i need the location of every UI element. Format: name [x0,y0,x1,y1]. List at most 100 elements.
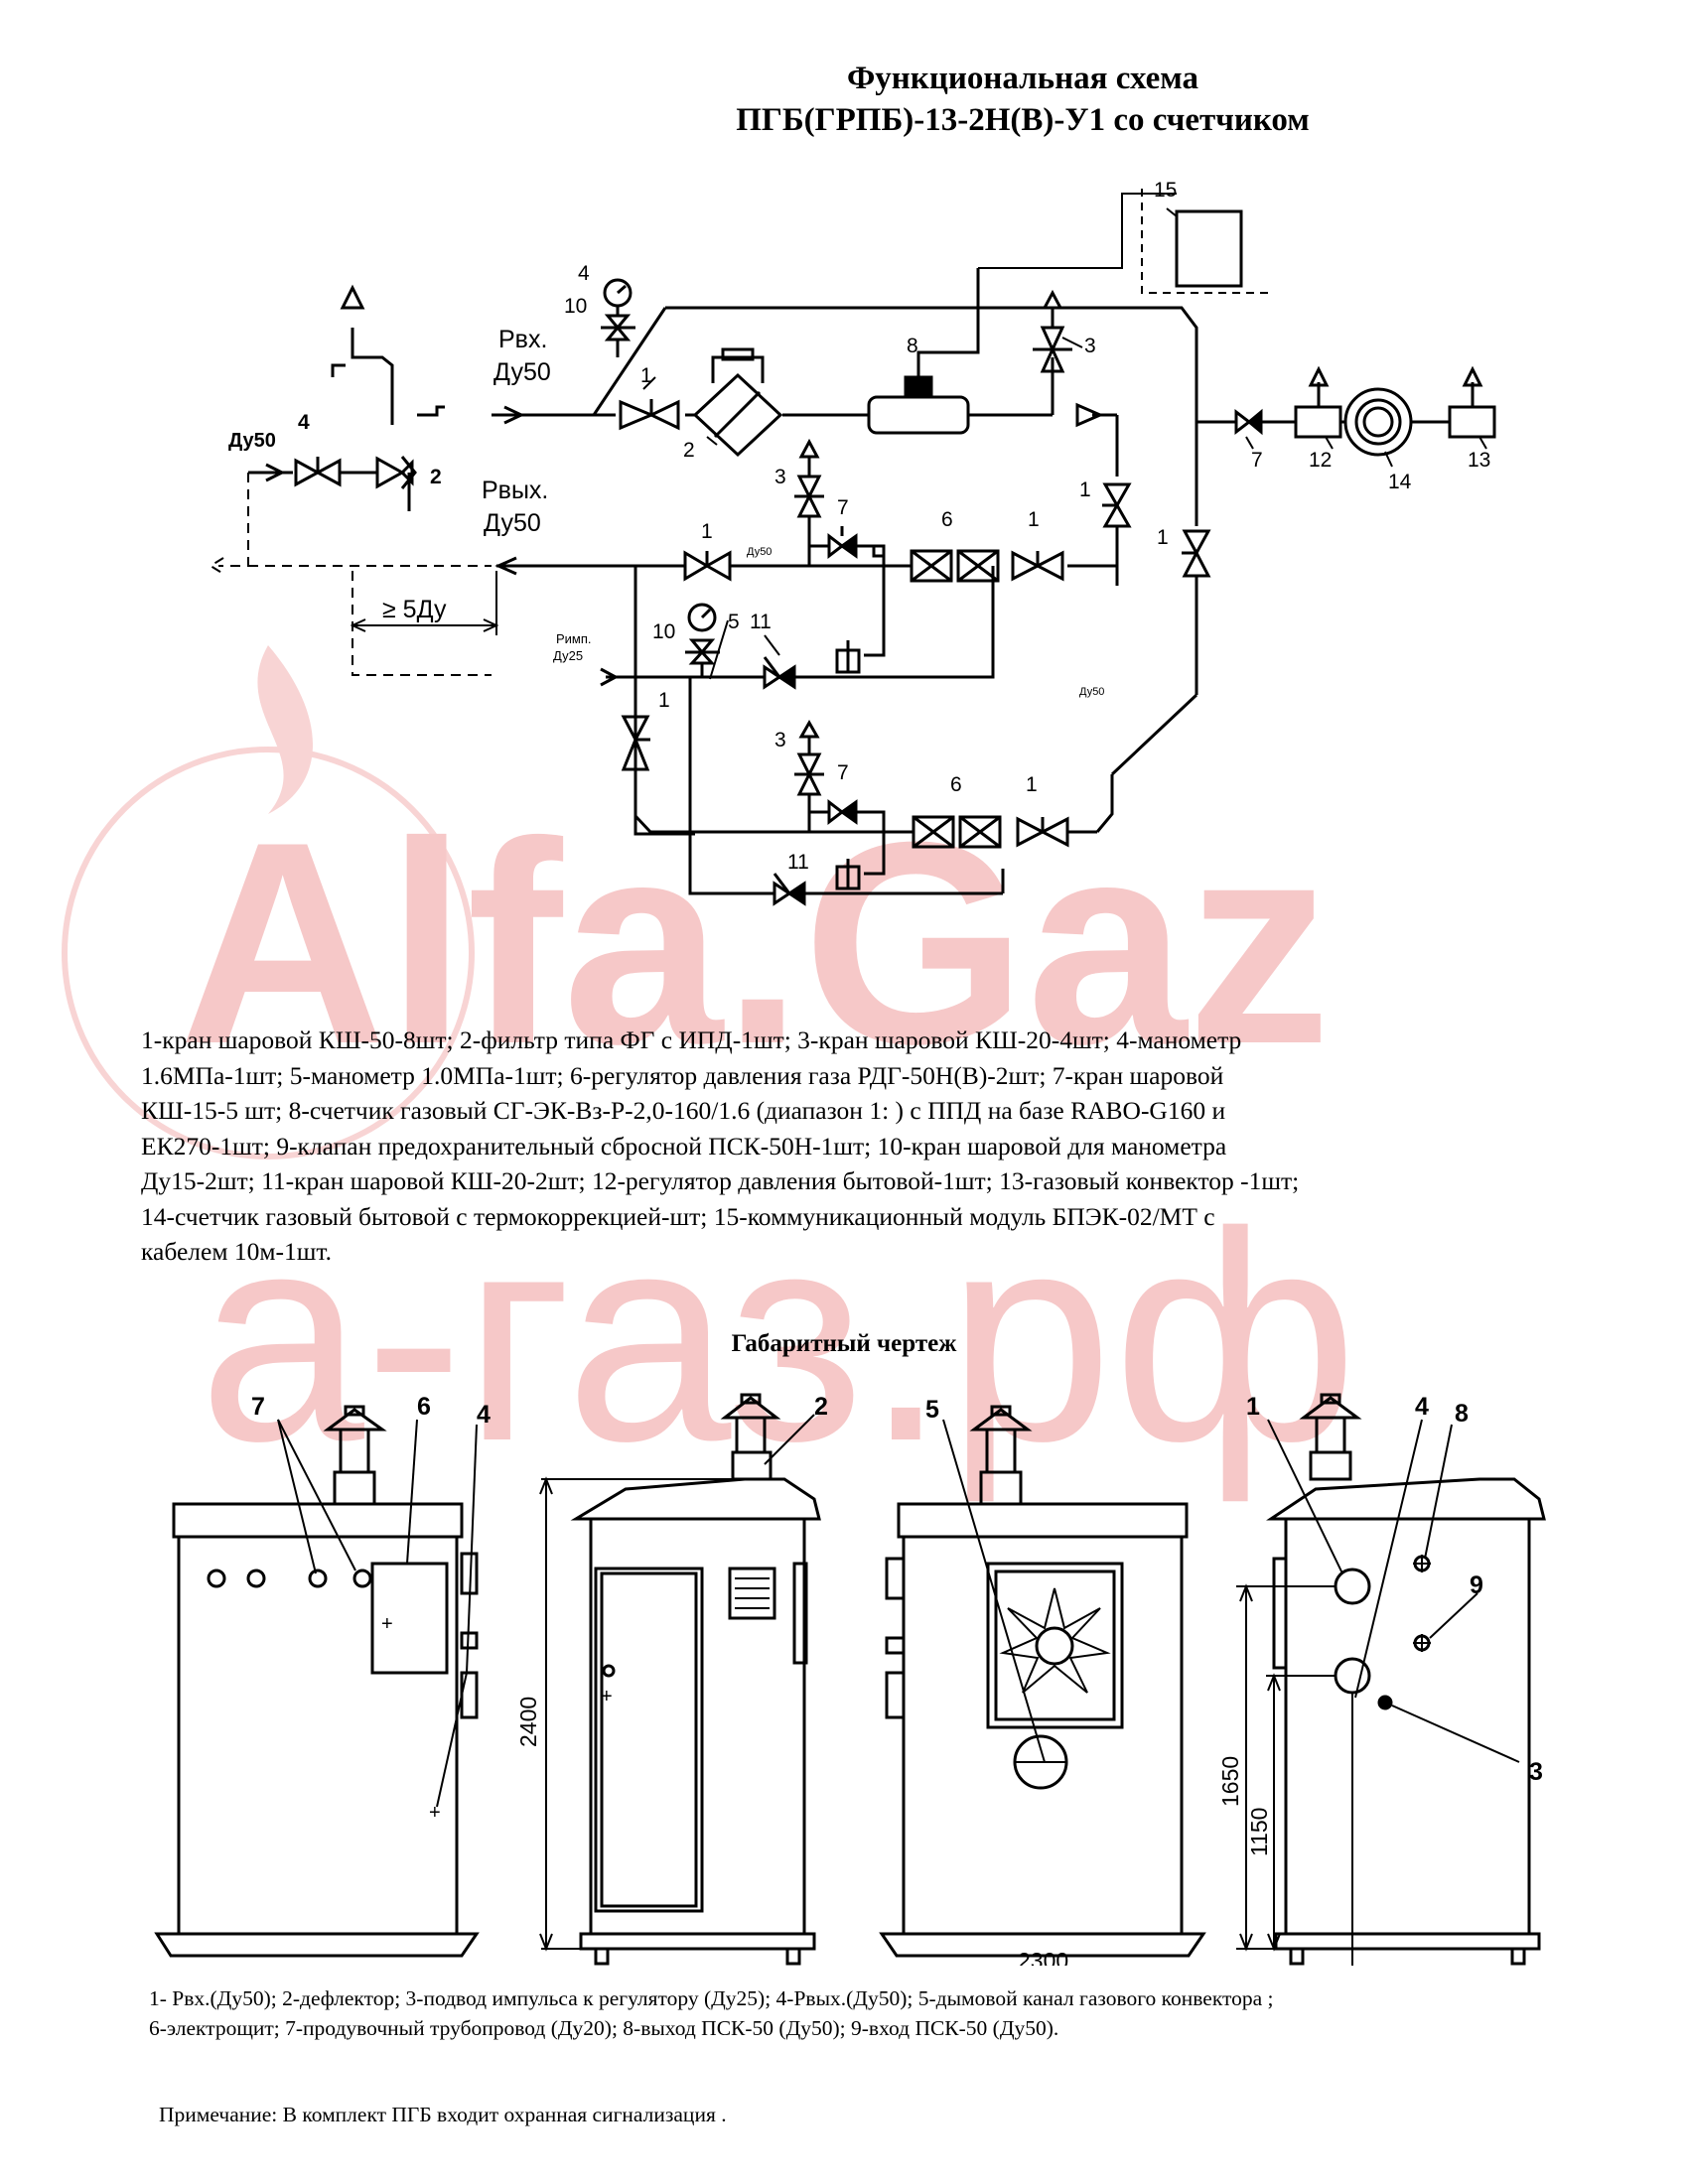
dimensional-drawing: + + 7 6 4 + [154,1393,1546,1966]
watermark-flame-icon [257,645,313,814]
view-4-side: 1 4 8 9 3 1650 1150 700 [1217,1393,1546,1966]
functional-scheme: Рвх. Ду50 Рвых. Ду50 Ду50 Ду50 Ду50 Римп… [209,179,1496,906]
label-v1-6: 6 [417,1393,431,1421]
label-du50-small: Ду50 [747,546,772,558]
label-n11-upper: 11 [750,611,772,633]
inlet-arrow [492,405,525,425]
label-inlet-d: Ду50 [493,358,551,386]
svg-text:+: + [381,1613,393,1635]
drawing-title: Габаритный чертеж [731,1330,957,1357]
dim-width-front: 2300 [1018,1948,1068,1966]
label-n13: 13 [1468,449,1490,472]
comm-module-15 [978,189,1271,294]
page-title: Функциональная схема ПГБ(ГРПБ)-13-2Н(В)-… [0,58,1688,141]
watermark-line1: Alfa.Gaz [179,782,1331,1104]
regulator-6-upper [910,549,1000,583]
title-line1: Функциональная схема [846,61,1199,96]
label-v4-4: 4 [1415,1393,1429,1421]
view-2-side: + 2 2400 1900 [515,1393,828,1966]
label-v4-9: 9 [1470,1571,1483,1599]
pipe-network [492,306,1450,895]
label-n2: 2 [683,439,695,462]
legend-line: ЕК270-1шт; 9-клапан предохранительный сб… [141,1131,1227,1160]
label-n7-lower: 7 [837,761,849,784]
label-rimp: Римп. [556,631,592,646]
label-du25: Ду25 [553,648,583,663]
legend-line: 1.6МПа-1шт; 5-манометр 1.0МПа-1шт; 6-рег… [141,1060,1224,1090]
watermark-line2: а-газ.рф [199,1169,1358,1505]
label-n11-lower: 11 [787,851,809,874]
label-n15: 15 [1154,179,1177,202]
drawing-legend-line: 6-электрощит; 7-продувочный трубопровод … [149,2016,1059,2040]
label-n4-top: 4 [578,262,590,285]
view-3-rear: 5 2300 2600 [879,1396,1206,1966]
label-n5: 5 [728,611,740,633]
dimension-5du [350,571,499,635]
valve-3-top [1033,289,1072,373]
label-n1-lower-right: 1 [1026,773,1038,796]
label-n6-lower: 6 [950,773,962,796]
label-n6-upper: 6 [941,508,953,531]
relief-valve-symbol [1075,402,1104,428]
valve-7-lower [809,798,886,890]
valve-3-upper [794,438,824,518]
drawing-legend-line: 1- Рвх.(Ду50); 2-дефлектор; 3-подвод имп… [149,1986,1274,2010]
svg-text:+: + [429,1802,441,1824]
leader-lines [642,207,1487,680]
valve-1-lower-right [1016,816,1069,848]
title-line2: ПГБ(ГРПБ)-13-2Н(В)-У1 со счетчиком [736,102,1310,138]
label-v4-3: 3 [1529,1758,1543,1786]
legend-line: кабелем 10м-1шт. [141,1237,332,1266]
label-n3-upper: 3 [774,466,786,488]
label-n7-upper: 7 [837,496,849,519]
psk-assembly [248,284,445,511]
label-n2-psk: 2 [430,466,442,488]
equipment-legend: 1-кран шаровой КШ-50-8шт; 2-фильтр типа … [141,1023,1571,1270]
household-meter-14 [1343,387,1413,457]
valve-7-right [1234,408,1263,436]
outlet-arrow [494,556,517,576]
legend-line: КШ-15-5 шт; 8-счетчик газовый СГ-ЭК-Вз-Р… [141,1096,1226,1125]
watermark-flame-ring [62,747,475,1160]
label-n1-upper-right: 1 [1028,508,1040,531]
manometer-4 [601,278,635,357]
label-n1-bypass: 1 [658,689,670,712]
label-outlet-d: Ду50 [484,509,541,537]
manometer-5 [685,603,720,677]
label-v4-8: 8 [1455,1400,1469,1428]
legend-line: 14-счетчик газовый бытовой с термокоррек… [141,1201,1215,1231]
convector-13 [1448,365,1496,439]
legend-line: Ду15-2шт; 11-кран шаровой КШ-20-2шт; 12-… [141,1166,1300,1195]
svg-text:+: + [601,1686,613,1707]
label-n14: 14 [1388,471,1412,493]
label-n10-top: 10 [564,295,587,318]
regulator-6-lower [912,815,1002,849]
label-n3-lower: 3 [774,729,786,751]
filter-2 [692,347,783,458]
impulse-arrow [600,667,620,687]
label-n1-outlet: 1 [701,520,713,543]
label-n4-psk: 4 [298,411,310,434]
label-v3-5: 5 [925,1396,939,1424]
valve-3-lower [794,719,824,796]
label-n12: 12 [1309,449,1332,472]
valve-1-vertical-b [1182,529,1211,578]
valve-11-upper [763,656,796,690]
label-n1-inlet: 1 [640,364,652,387]
dim-1150: 1150 [1246,1808,1272,1856]
label-n10-mid: 10 [652,620,675,643]
label-outlet-p: Рвых. [482,477,548,504]
label-v1-4: 4 [477,1401,491,1429]
note: Примечание: В комплект ПГБ входит охранн… [159,2103,727,2126]
dim-1650: 1650 [1217,1756,1243,1807]
label-n7-right: 7 [1251,449,1263,472]
label-v2-2: 2 [814,1393,828,1421]
label-n8: 8 [907,335,918,357]
label-v4-1: 1 [1246,1393,1260,1421]
valve-1-outlet [683,550,732,582]
valve-1-inlet [619,399,680,431]
label-n1-right-a: 1 [1079,478,1091,501]
label-n1-right-b: 1 [1157,526,1169,549]
dim-height: 2400 [515,1697,541,1747]
